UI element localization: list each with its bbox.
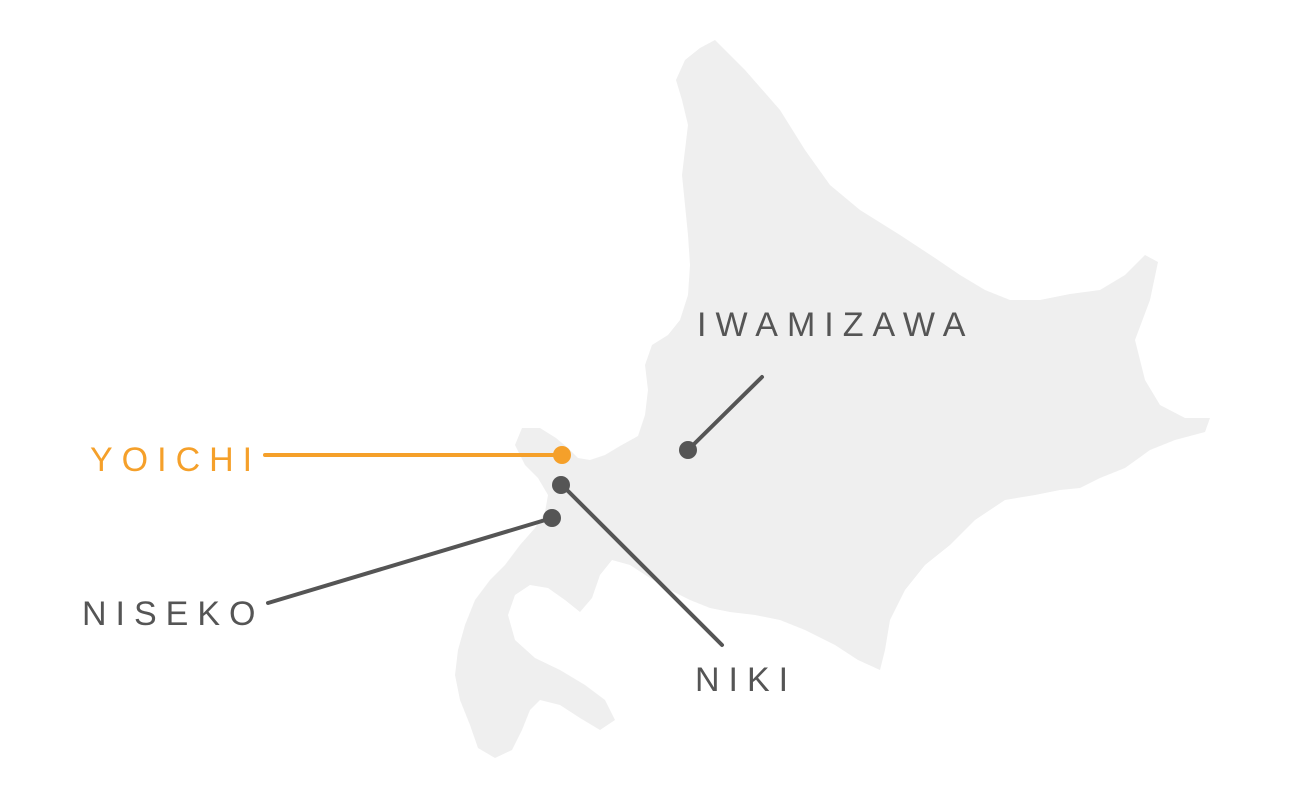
yoichi-label[interactable]: YOICHI xyxy=(90,441,262,479)
niseko-marker[interactable] xyxy=(543,509,561,527)
iwamizawa-marker[interactable] xyxy=(679,441,697,459)
yoichi-marker[interactable] xyxy=(553,446,571,464)
niki-connector-line xyxy=(560,483,724,647)
hokkaido-landmass xyxy=(455,40,1210,758)
niki-marker[interactable] xyxy=(552,476,570,494)
niseko-label[interactable]: NISEKO xyxy=(82,595,265,633)
niki-label[interactable]: NIKI xyxy=(695,661,798,699)
iwamizawa-connector-line xyxy=(686,375,764,452)
iwamizawa-label[interactable]: IWAMIZAWA xyxy=(697,306,975,344)
niseko-connector-line xyxy=(266,516,554,605)
